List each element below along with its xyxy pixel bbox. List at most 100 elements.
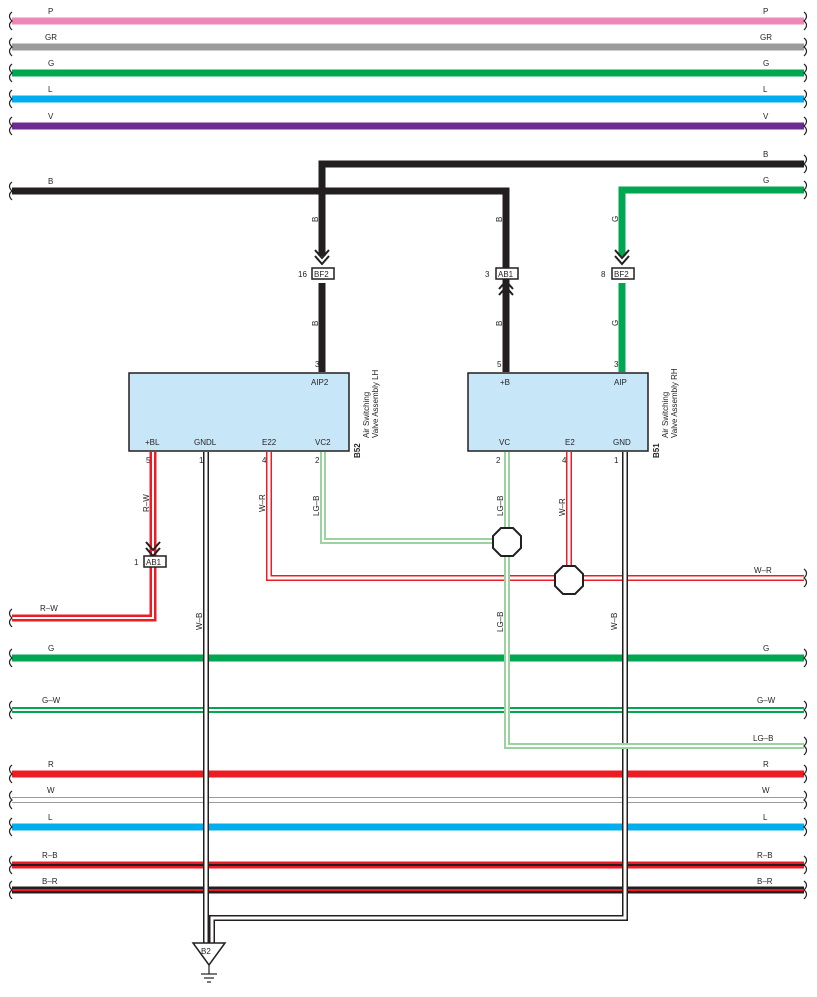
connector-ab1-low-pin: 1 <box>134 558 139 567</box>
lower-wire-runs: R–W W–R LG–B LG–B W–R W–B LG–B W–B R–W W… <box>12 452 804 943</box>
wire-br-label-left: B–R <box>42 877 58 886</box>
label-wb-right-vertical: W–B <box>610 613 619 630</box>
below-bf2-g-label: G <box>611 320 620 326</box>
wire-w-label-left: W <box>47 786 55 795</box>
wire-r-label-left: R <box>48 760 54 769</box>
label-lgb-lower-vertical: LG–B <box>496 612 505 632</box>
power-wires: B B G B B G B B G <box>12 150 804 372</box>
wire-rb-label-right: R–B <box>757 851 773 860</box>
top-wire-bus: P P GR GR G G L L V V <box>12 7 804 130</box>
wire-rw-stripe <box>12 452 154 619</box>
wire-rb-label-left: R–B <box>42 851 58 860</box>
connector-bf2-right: BF2 8 <box>601 267 635 280</box>
b52-terminal-gndl: GNDL <box>194 438 217 447</box>
connector-ab1-top-name: AB1 <box>498 270 514 279</box>
wire-p-label-right: P <box>763 7 768 16</box>
connector-ab1-top-pin: 3 <box>485 270 490 279</box>
wire-v-label-left: V <box>48 112 54 121</box>
connector-bf2-left-name: BF2 <box>314 270 329 279</box>
wire-lgb-over-stripe <box>506 640 804 747</box>
label-lgb-out: LG–B <box>753 734 773 743</box>
below-bf2-b-label: B <box>311 321 320 326</box>
b51-pin-e2: 4 <box>562 456 567 465</box>
b51-name-line2: Valve Assembly RH <box>670 368 679 438</box>
wire-lgb-vc2-stripe <box>322 452 507 542</box>
wire-l-top-label-left: L <box>48 85 53 94</box>
bf2-right-arrow <box>614 249 630 266</box>
wire-l-top-label-right: L <box>763 85 768 94</box>
wire-gr-label-left: GR <box>45 33 57 42</box>
wire-g-right-to-bf2 <box>618 186 804 256</box>
wire-gw-label-right: G–W <box>757 696 776 705</box>
connector-bf2-left-pin: 16 <box>298 270 307 279</box>
component-b51: +B AIP 5 3 VC E2 GND 2 4 1 B51 Air Switc… <box>467 360 679 465</box>
label-lgb-right-vertical: LG–B <box>496 496 505 516</box>
ground-b2-label: B2 <box>201 947 211 956</box>
component-b52: AIP2 3 +BL GNDL E22 VC2 5 1 4 2 B52 Air … <box>128 360 380 465</box>
b51-pin-b: 5 <box>497 360 502 369</box>
wire-wr <box>266 452 804 581</box>
connector-bf2-right-pin: 8 <box>601 270 606 279</box>
connector-bf2-left: BF2 16 <box>298 267 335 280</box>
b52-pin-aip2: 3 <box>315 360 320 369</box>
label-rw-out: R–W <box>40 604 58 613</box>
connector-bf2-right-name: BF2 <box>614 270 629 279</box>
b51-name-line1: Air Switching <box>661 392 670 438</box>
wire-br-label-right: B–R <box>757 877 773 886</box>
drop-g-label: G <box>611 216 620 222</box>
wire-g-top-label-left: G <box>48 59 54 68</box>
wire-l-bottom-label-right: L <box>763 813 768 822</box>
b52-terminal-e22: E22 <box>262 438 277 447</box>
wire-break-marks <box>8 11 808 900</box>
drop-b-label-1: B <box>311 217 320 222</box>
wire-wb-gnd-over-stripe <box>210 640 627 943</box>
drop-b-label-2: B <box>495 217 504 222</box>
label-lgb-left-vertical: LG–B <box>312 496 321 516</box>
b52-id: B52 <box>353 443 362 458</box>
b51-terminal-b: +B <box>500 378 510 387</box>
bottom-wire-bus: G G G–W G–W R R W W L L R–B R–B B–R B–R <box>12 644 804 894</box>
splice-wr <box>554 565 584 595</box>
wire-b-left-to-ab1 <box>12 187 510 296</box>
wire-wb-gnd <box>209 452 628 943</box>
wire-p-label-left: P <box>48 7 53 16</box>
bf2-left-arrow <box>314 249 330 266</box>
b52-name-line2: Valve Assembly LH <box>371 369 380 438</box>
b52-pin-vc2: 2 <box>315 456 320 465</box>
ground-b2: B2 <box>191 942 227 983</box>
wire-l-bottom-label-left: L <box>48 813 53 822</box>
b51-terminal-e2: E2 <box>565 438 575 447</box>
connector-ab1-low-name: AB1 <box>146 558 162 567</box>
wire-wr-stripe <box>267 452 804 580</box>
wire-gr-label-right: GR <box>760 33 772 42</box>
wire-lgb-vc2 <box>320 452 507 544</box>
wire-b-left-label: B <box>48 177 53 186</box>
wire-rw <box>12 452 157 622</box>
wire-v-label-right: V <box>763 112 769 121</box>
b52-name-line1: Air Switching <box>362 392 371 438</box>
b52-pin-bl: 5 <box>146 456 151 465</box>
label-wr-out: W–R <box>754 566 772 575</box>
connector-ab1-top: AB1 3 <box>485 267 519 280</box>
wire-w-label-right: W <box>762 786 770 795</box>
b51-pin-gnd: 1 <box>614 456 619 465</box>
wire-b-right-label: B <box>763 150 768 159</box>
wire-g-bottom-label-right: G <box>763 644 769 653</box>
wire-wb-gnd-stripe <box>210 452 627 943</box>
label-wr-right-vertical: W–R <box>558 498 567 516</box>
b51-terminal-gnd: GND <box>613 438 631 447</box>
wire-gw-label-left: G–W <box>42 696 61 705</box>
splice-lgb <box>492 527 522 557</box>
b52-terminal-aip2: AIP2 <box>311 378 329 387</box>
wire-g-right-label: G <box>763 176 769 185</box>
label-wr-left-vertical: W–R <box>258 494 267 512</box>
wire-b-right-to-bf2 <box>318 160 804 256</box>
wire-wb-gnd-over <box>209 640 628 943</box>
b51-id: B51 <box>652 443 661 458</box>
b51-pin-aip: 3 <box>614 360 619 369</box>
label-rw-vertical: R–W <box>142 494 151 512</box>
b52-pin-e22: 4 <box>262 456 267 465</box>
b51-pin-vc: 2 <box>496 456 501 465</box>
b52-pin-gndl: 1 <box>199 456 204 465</box>
